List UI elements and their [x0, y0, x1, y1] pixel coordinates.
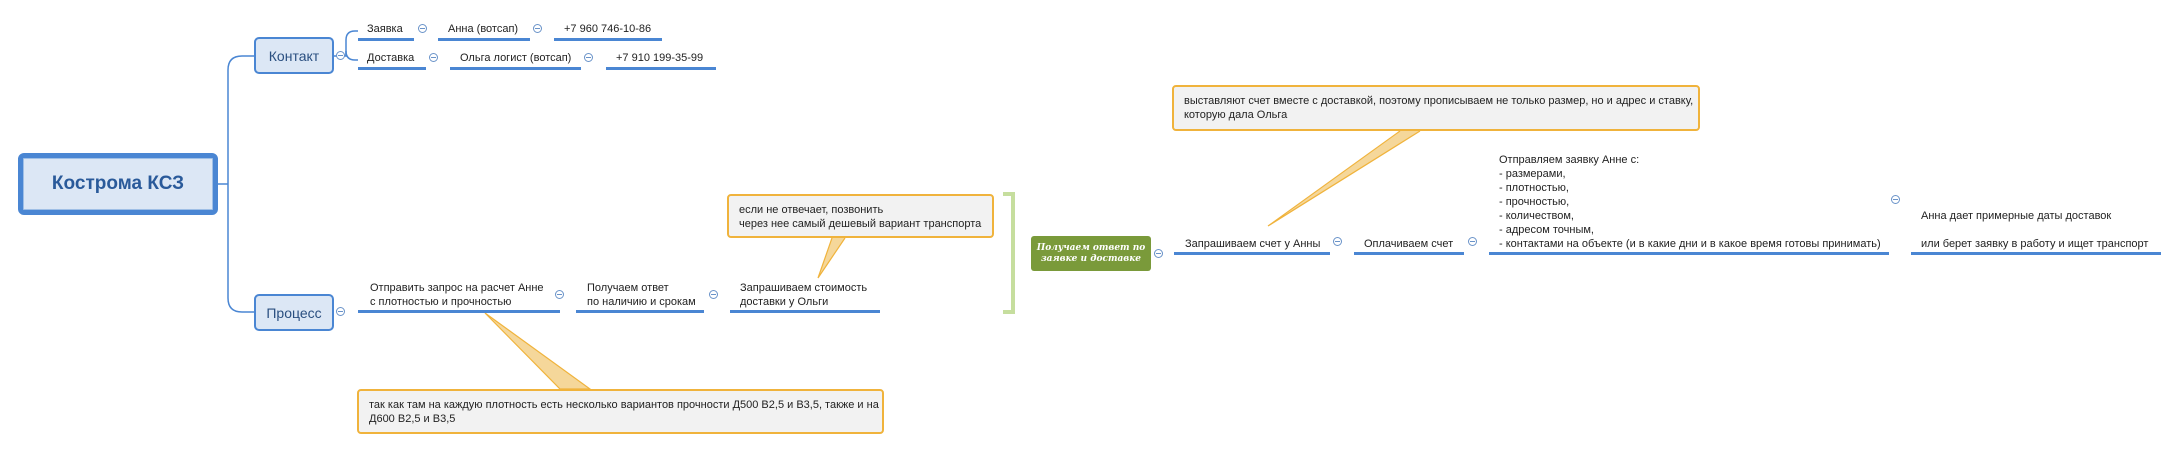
collapse-icon[interactable]	[336, 307, 345, 316]
underline	[576, 310, 704, 313]
branch-contact[interactable]: Контакт	[254, 37, 334, 74]
underline	[1354, 252, 1464, 255]
underline	[1174, 252, 1330, 255]
underline	[554, 38, 662, 41]
step-request-invoice[interactable]: Запрашиваем счет у Анны	[1185, 238, 1321, 250]
underline	[1911, 252, 2161, 255]
contact-olga[interactable]: Ольга логист (вотсап)	[460, 52, 572, 64]
collapse-icon[interactable]	[584, 53, 593, 62]
underline	[438, 38, 530, 41]
process-step-request[interactable]: Отправить запрос на расчет Анне с плотно…	[370, 282, 544, 308]
collapse-icon[interactable]	[336, 51, 345, 60]
collapse-icon[interactable]	[1154, 249, 1163, 258]
process-step-response[interactable]: Получаем ответ по наличию и срокам	[587, 282, 696, 308]
collapse-icon[interactable]	[1468, 237, 1477, 246]
step-delivery-dates[interactable]: Анна дает примерные даты доставок или бе…	[1921, 210, 2149, 250]
underline	[606, 67, 716, 70]
callout-invoice: выставляют счет вместе с доставкой, поэт…	[1172, 85, 1700, 131]
contact-anna-phone[interactable]: +7 960 746-10-86	[564, 23, 652, 35]
contact-type-delivery[interactable]: Доставка	[367, 52, 415, 64]
underline	[358, 310, 560, 313]
collapse-icon[interactable]	[533, 24, 542, 33]
collapse-icon[interactable]	[418, 24, 427, 33]
underline	[450, 67, 581, 70]
collapse-icon[interactable]	[429, 53, 438, 62]
summary-bracket	[1003, 192, 1015, 314]
root-node[interactable]: Кострома КСЗ	[18, 153, 218, 215]
callout-strength: так как там на каждую плотность есть нес…	[357, 389, 884, 434]
callout-transport: если не отвечает, позвонить через нее са…	[727, 194, 994, 238]
summary-node[interactable]: Получаем ответ по заявке и доставке	[1031, 236, 1151, 271]
step-pay-invoice[interactable]: Оплачиваем счет	[1364, 238, 1454, 250]
collapse-icon[interactable]	[1333, 237, 1342, 246]
contact-anna[interactable]: Анна (вотсап)	[448, 23, 519, 35]
underline	[730, 310, 880, 313]
collapse-icon[interactable]	[555, 290, 564, 299]
contact-type-request[interactable]: Заявка	[367, 23, 403, 35]
collapse-icon[interactable]	[709, 290, 718, 299]
contact-olga-phone[interactable]: +7 910 199-35-99	[616, 52, 704, 64]
branch-process[interactable]: Процесс	[254, 294, 334, 331]
collapse-icon[interactable]	[1891, 195, 1900, 204]
underline	[1489, 252, 1889, 255]
underline	[358, 38, 414, 41]
process-step-delivery-cost[interactable]: Запрашиваем стоимость доставки у Ольги	[740, 282, 868, 308]
step-send-order[interactable]: Отправляем заявку Анне с: - размерами, -…	[1499, 154, 1881, 250]
underline	[358, 67, 426, 70]
